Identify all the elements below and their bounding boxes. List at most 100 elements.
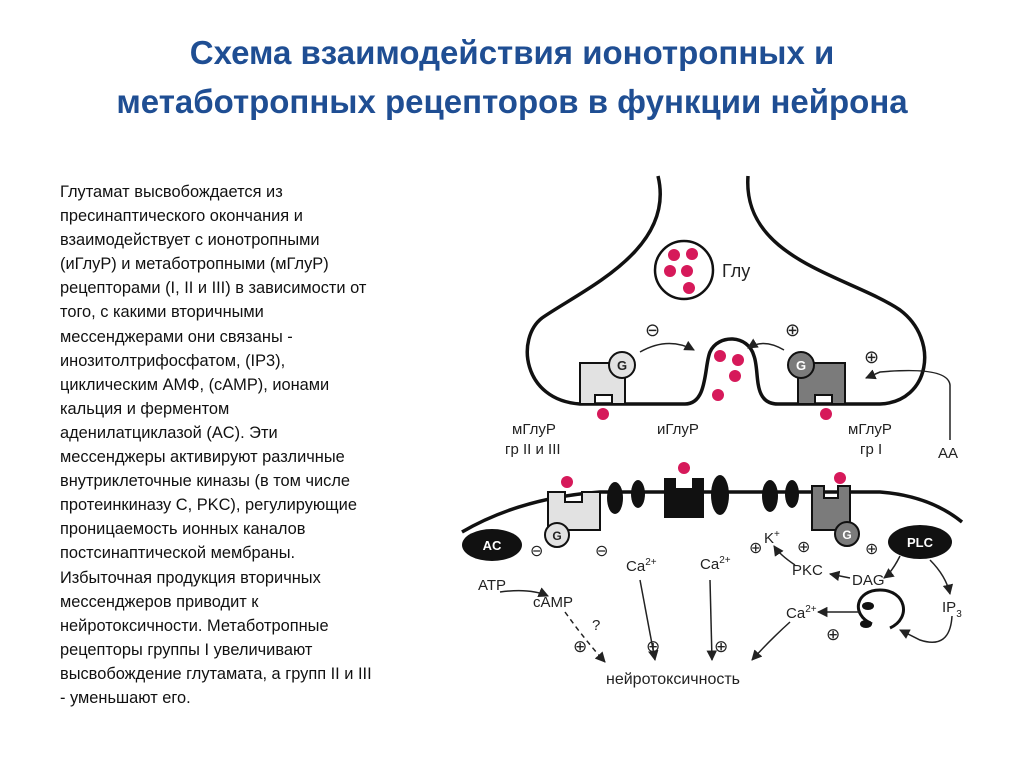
arrow-aa-feedback <box>865 369 951 440</box>
ip3-label: IP3 <box>942 599 962 620</box>
arrow-enhance-release <box>747 338 785 351</box>
minus-sign: ⊖ <box>530 543 543 560</box>
minus-sign: ⊖ <box>645 320 660 340</box>
ac-enzyme <box>462 529 522 561</box>
arrow-ca-left <box>639 579 659 662</box>
text-line: того, с какими вторичными <box>60 303 264 322</box>
ca-label-store: Ca2+ <box>786 604 817 622</box>
k-label: K+ <box>764 529 780 547</box>
g-protein-presynaptic-left <box>608 351 636 379</box>
g-label: G <box>552 529 561 543</box>
g-label: G <box>842 528 851 542</box>
plus-sign: ⊕ <box>714 637 728 656</box>
text-line: проницаемость ионных каналов <box>60 520 306 539</box>
g-protein-postsynaptic-right <box>834 521 860 547</box>
text-line: внутриклеточные киназы (в том числе <box>60 472 351 491</box>
ion-channel <box>607 482 623 514</box>
arrow-atp-camp <box>499 587 549 597</box>
glutamate-dot <box>712 389 724 401</box>
g-protein-presynaptic-right <box>787 351 815 379</box>
glu-label: Глу <box>722 261 750 281</box>
glutamate-dot <box>681 265 693 277</box>
ion-channel <box>762 480 778 512</box>
neurotoxicity-label: нейротоксичность <box>606 671 740 688</box>
glutamate-dot <box>561 476 573 488</box>
camp-label: cAMP <box>533 594 573 611</box>
description-text: Глутамат высвобождается из пресинаптичес… <box>60 180 445 710</box>
ion-channel <box>711 475 729 515</box>
mglur-right-label: мГлуР <box>848 421 892 438</box>
glutamate-dot <box>732 354 744 366</box>
plc-enzyme <box>888 525 952 559</box>
arrow-pkc-k <box>773 545 796 566</box>
text-line: рецепторами (I, II и III) в зависимости … <box>60 279 367 298</box>
text-line: Избыточная продукция вторичных <box>60 568 321 587</box>
plus-sign: ⊕ <box>864 347 879 367</box>
calcium-store-channel <box>862 602 874 610</box>
glutamate-dot <box>664 265 676 277</box>
text-line: циклическим АМФ, (cAMP), ионами <box>60 375 330 394</box>
postsynaptic-mglur-1 <box>811 485 851 531</box>
plus-sign: ⊕ <box>749 540 762 557</box>
arrow-store-neurotox <box>751 621 791 661</box>
glutamate-dot <box>683 282 695 294</box>
aa-label: AA <box>938 445 958 462</box>
g-label: G <box>617 358 627 373</box>
arrow-ip3-store <box>899 615 953 643</box>
presynaptic-membrane <box>525 175 927 406</box>
mglur-left-group-label: гр II и III <box>505 441 561 458</box>
text-line: мессенджеры активируют различные <box>60 448 345 467</box>
glutamate-dot <box>834 472 846 484</box>
ca-label-center: Ca2+ <box>700 555 731 573</box>
g-protein-postsynaptic-left <box>544 522 570 548</box>
pkc-label: PKC <box>792 562 823 579</box>
ionotropic-receptor <box>664 478 704 518</box>
title-line-2: метаботропных рецепторов в функции нейро… <box>116 83 908 120</box>
plus-sign: ⊕ <box>573 637 587 656</box>
ac-label: AC <box>483 538 502 553</box>
glutamate-dot <box>678 462 690 474</box>
glutamate-dot <box>714 350 726 362</box>
arrow-ca-center <box>706 579 718 662</box>
text-line: рецепторы группы I увеличивают <box>60 640 313 659</box>
text-line: пресинаптического окончания и <box>60 207 303 226</box>
title-line-1: Схема взаимодействия ионотропных и <box>189 34 835 71</box>
arrow-dag-pkc <box>828 570 851 582</box>
plus-sign: ⊕ <box>797 539 810 556</box>
arrow-camp-neurotox <box>564 611 606 663</box>
plus-sign: ⊕ <box>865 541 878 558</box>
text-line: взаимодействует с ионотропными <box>60 231 320 250</box>
ion-channel <box>631 480 645 508</box>
text-line: постсинаптической мембраны. <box>60 544 296 563</box>
mglur-right-group-label: гр I <box>860 441 882 458</box>
glutamate-dot <box>729 370 741 382</box>
text-line: - уменьшают его. <box>60 688 191 707</box>
text-line: протеинкиназу С, PKC), регулирующие <box>60 496 357 515</box>
text-line: мессенджерами они связаны - <box>60 327 293 346</box>
text-line: кальция и ферментом <box>60 399 230 418</box>
minus-sign: ⊖ <box>595 543 608 560</box>
g-label: G <box>796 358 806 373</box>
arrow-plc-ip3 <box>929 559 954 596</box>
text-line: нейротоксичности. Метаботропные <box>60 616 329 635</box>
plus-sign: ⊕ <box>785 320 800 340</box>
page-title: Схема взаимодействия ионотропных и метаб… <box>40 28 984 126</box>
plus-sign: ⊕ <box>826 625 840 644</box>
text-line: Глутамат высвобождается из <box>60 183 283 201</box>
text-line: (иГлуР) и метаботропными (мГлуР) <box>60 255 329 274</box>
ca-label-left: Ca2+ <box>626 557 657 575</box>
plc-label: PLC <box>907 535 934 550</box>
glutamate-dot <box>597 408 609 420</box>
glutamate-dot <box>686 248 698 260</box>
glutamate-dot <box>820 408 832 420</box>
text-line: мессенджеров приводит к <box>60 592 259 611</box>
arrow-plc-dag <box>883 555 901 579</box>
text-line: инозитолтрифосфатом, (IP3), <box>60 351 286 370</box>
atp-label: ATP <box>478 577 506 594</box>
glutamate-dot <box>668 249 680 261</box>
calcium-store-channel <box>860 620 872 628</box>
iglur-label: иГлуР <box>657 421 699 438</box>
ion-channel <box>785 480 799 508</box>
question-label: ? <box>592 617 600 634</box>
